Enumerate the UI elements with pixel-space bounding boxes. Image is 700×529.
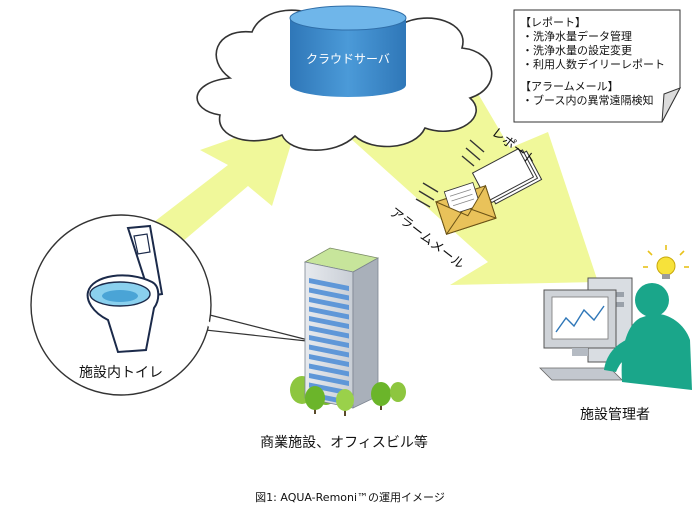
building-window-strip	[309, 335, 349, 348]
building-window-strip	[309, 278, 349, 291]
building-window-strip	[309, 287, 349, 301]
note-alarm-item: ・ブース内の異常遠隔検知	[522, 94, 654, 107]
building-window-strip	[309, 297, 349, 310]
note-alarm-header: 【アラームメール】	[520, 80, 619, 93]
server-icon	[289, 5, 407, 97]
lightbulb-icon	[643, 245, 689, 279]
building-window-strip	[309, 344, 349, 358]
note-report-item: ・洗浄水量データ管理	[522, 30, 632, 43]
building-label: 商業施設、オフィスビル等	[260, 435, 428, 451]
building-window-strip	[309, 373, 349, 386]
note-report-header: 【レポート】	[520, 16, 586, 29]
motion-lines	[415, 139, 485, 208]
building-window-strip	[309, 325, 349, 339]
manager-label: 施設管理者	[580, 407, 650, 423]
manager-person-icon	[604, 283, 692, 390]
building-window-strip	[309, 354, 349, 367]
envelope-icon	[435, 182, 497, 235]
building-window-strip	[309, 363, 349, 377]
server-label: クラウドサーバ	[306, 52, 390, 66]
report-document-icon	[471, 147, 543, 205]
trees-front	[305, 382, 406, 416]
figure-caption: 図1: AQUA-Remoni™の運用イメージ	[255, 491, 445, 504]
computer-icon	[539, 277, 635, 383]
note-report-item: ・洗浄水量の設定変更	[522, 44, 632, 57]
toilet-icon	[86, 224, 164, 354]
office-building-icon	[303, 247, 380, 409]
building-window-strip	[309, 306, 349, 320]
note-card	[513, 9, 682, 123]
building-window-strip	[309, 316, 349, 329]
upload-arrow	[150, 115, 300, 248]
toilet-label: 施設内トイレ	[79, 365, 163, 381]
note-report-item: ・利用人数デイリーレポート	[522, 58, 665, 71]
